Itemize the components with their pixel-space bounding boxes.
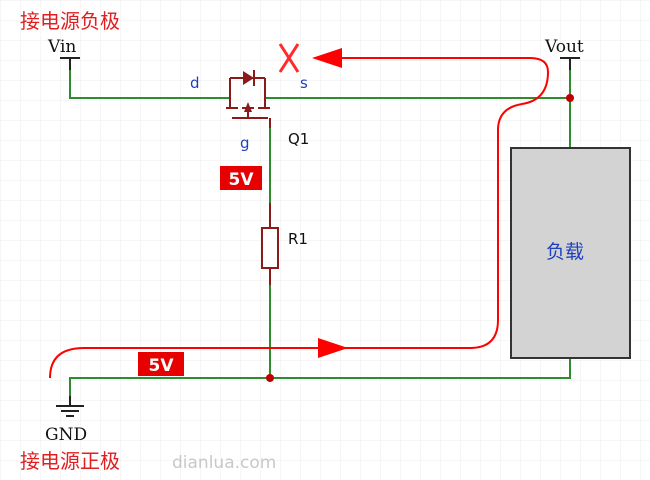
vout-terminal: Vout	[544, 37, 584, 70]
current-arrow-right-icon	[318, 338, 348, 358]
mosfet-drain-label: d	[190, 74, 200, 92]
junction-ground	[266, 374, 274, 382]
mosfet-gate-label: g	[240, 134, 250, 152]
current-arrow-left-icon	[312, 48, 342, 68]
wire-vin-to-drain	[69, 68, 230, 99]
vout-label: Vout	[544, 37, 584, 57]
resistor-r1	[261, 227, 279, 269]
annotation-negative: 接电源负极	[20, 9, 120, 33]
annotation-positive: 接电源正极	[20, 449, 120, 473]
wire-ground-rail	[69, 358, 571, 398]
watermark: dianlua.com	[172, 453, 276, 473]
load-box	[510, 147, 631, 359]
mosfet-ref-label: Q1	[288, 130, 309, 148]
blocked-x-icon	[278, 43, 300, 73]
junction-vout	[566, 94, 574, 102]
channel-arrow-icon	[244, 102, 252, 112]
gate-voltage-badge	[220, 166, 262, 190]
vin-label: Vin	[47, 37, 76, 57]
ground-symbol	[56, 396, 84, 417]
current-path	[49, 57, 550, 379]
vin-terminal: Vin	[47, 37, 80, 70]
rail-voltage-badge	[138, 352, 184, 376]
resistor-ref-label: R1	[288, 230, 308, 248]
gnd-label: GND	[45, 425, 87, 445]
rail-voltage-text: 5V	[149, 356, 175, 376]
gate-voltage-text: 5V	[229, 170, 255, 190]
body-diode-icon	[243, 71, 254, 85]
wires	[69, 68, 571, 398]
load-label: 负载	[546, 241, 584, 263]
mosfet-source-label: s	[300, 74, 308, 92]
